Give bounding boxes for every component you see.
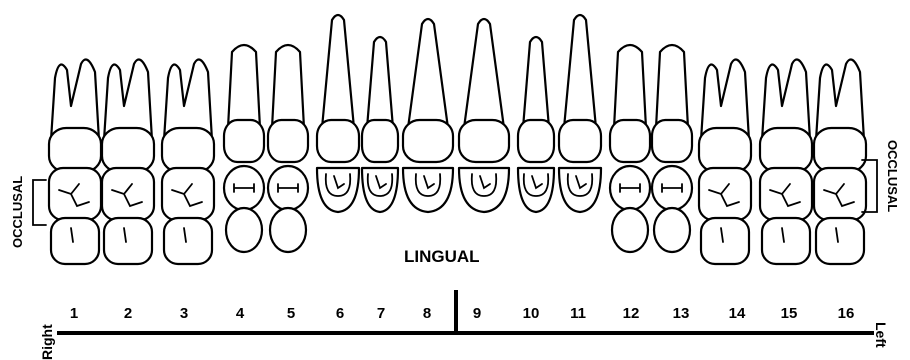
tooth-crown-lingual: [49, 128, 101, 172]
tooth-2: [102, 60, 154, 265]
tooth-crown-lingual: [610, 120, 650, 162]
tooth-root: [464, 19, 504, 128]
tooth-buccal-crown: [51, 218, 99, 264]
tooth-buccal-crown: [816, 218, 864, 264]
tooth-4: [224, 45, 264, 252]
tooth-root: [272, 45, 304, 128]
tooth-occlusal: [102, 168, 154, 220]
tooth-number-10: 10: [523, 305, 540, 322]
tooth-buccal-crown: [701, 218, 749, 264]
tooth-buccal-crown: [226, 208, 262, 252]
tooth-number-6: 6: [336, 305, 344, 322]
tooth-7: [362, 37, 398, 212]
tooth-crown-lingual: [559, 120, 601, 162]
tooth-number-15: 15: [781, 305, 798, 322]
tooth-occlusal: [699, 168, 751, 220]
tooth-crown-lingual: [814, 128, 866, 172]
tooth-occlusal: [814, 168, 866, 220]
tooth-number-3: 3: [180, 305, 188, 322]
tooth-crown-lingual: [317, 120, 359, 162]
tooth-6: [317, 15, 359, 212]
tooth-number-12: 12: [623, 305, 640, 322]
tooth-number-5: 5: [287, 305, 295, 322]
tooth-number-2: 2: [124, 305, 132, 322]
tooth-root: [523, 37, 549, 128]
tooth-11: [559, 15, 601, 212]
tooth-buccal-crown: [762, 218, 810, 264]
tooth-14: [699, 60, 751, 265]
tooth-number-16: 16: [838, 305, 855, 322]
tooth-10: [518, 37, 554, 212]
occlusal-label-right: OCCLUSAL: [885, 140, 900, 212]
tooth-8: [403, 19, 453, 212]
tooth-5: [268, 45, 308, 252]
tooth-buccal-crown: [612, 208, 648, 252]
tooth-9: [459, 19, 509, 212]
tooth-crown-lingual: [102, 128, 154, 172]
left-side-label: Left: [873, 322, 889, 348]
lingual-label: LINGUAL: [404, 247, 480, 266]
tooth-number-9: 9: [473, 305, 481, 322]
tooth-buccal-crown: [104, 218, 152, 264]
tooth-12: [610, 45, 650, 252]
tooth-root: [367, 37, 393, 128]
tooth-crown-lingual: [268, 120, 308, 162]
tooth-occlusal: [49, 168, 101, 220]
tooth-13: [652, 45, 692, 252]
tooth-root: [322, 15, 354, 128]
tooth-occlusal: [403, 168, 453, 212]
tooth-occlusal: [760, 168, 812, 220]
tooth-occlusal: [459, 168, 509, 212]
tooth-crown-lingual: [518, 120, 554, 162]
tooth-number-13: 13: [673, 305, 690, 322]
tooth-crown-lingual: [362, 120, 398, 162]
tooth-buccal-crown: [654, 208, 690, 252]
tooth-buccal-crown: [164, 218, 212, 264]
tooth-occlusal: [162, 168, 214, 220]
tooth-crown-lingual: [699, 128, 751, 172]
tooth-1: [49, 60, 101, 265]
tooth-crown-lingual: [760, 128, 812, 172]
tooth-root: [656, 45, 688, 128]
tooth-occlusal: [559, 168, 601, 212]
tooth-crown-lingual: [224, 120, 264, 162]
tooth-root: [228, 45, 260, 128]
tooth-3: [162, 60, 214, 265]
occlusal-label-left: OCCLUSAL: [10, 176, 25, 248]
tooth-number-7: 7: [377, 305, 385, 322]
tooth-number-14: 14: [729, 305, 746, 322]
tooth-root: [564, 15, 596, 128]
tooth-root: [614, 45, 646, 128]
tooth-number-8: 8: [423, 305, 431, 322]
tooth-buccal-crown: [270, 208, 306, 252]
tooth-crown-lingual: [652, 120, 692, 162]
tooth-crown-lingual: [403, 120, 453, 162]
teeth-layer: [49, 15, 866, 264]
tooth-number-11: 11: [570, 305, 586, 322]
occlusal-bracket-left: [33, 180, 46, 225]
tooth-crown-lingual: [162, 128, 214, 172]
tooth-15: [760, 60, 812, 265]
tooth-crown-lingual: [459, 120, 509, 162]
tooth-number-4: 4: [236, 305, 245, 322]
tooth-16: [814, 60, 866, 265]
tooth-root: [408, 19, 448, 128]
tooth-occlusal: [317, 168, 359, 212]
right-side-label: Right: [39, 324, 55, 360]
tooth-number-1: 1: [70, 305, 78, 322]
